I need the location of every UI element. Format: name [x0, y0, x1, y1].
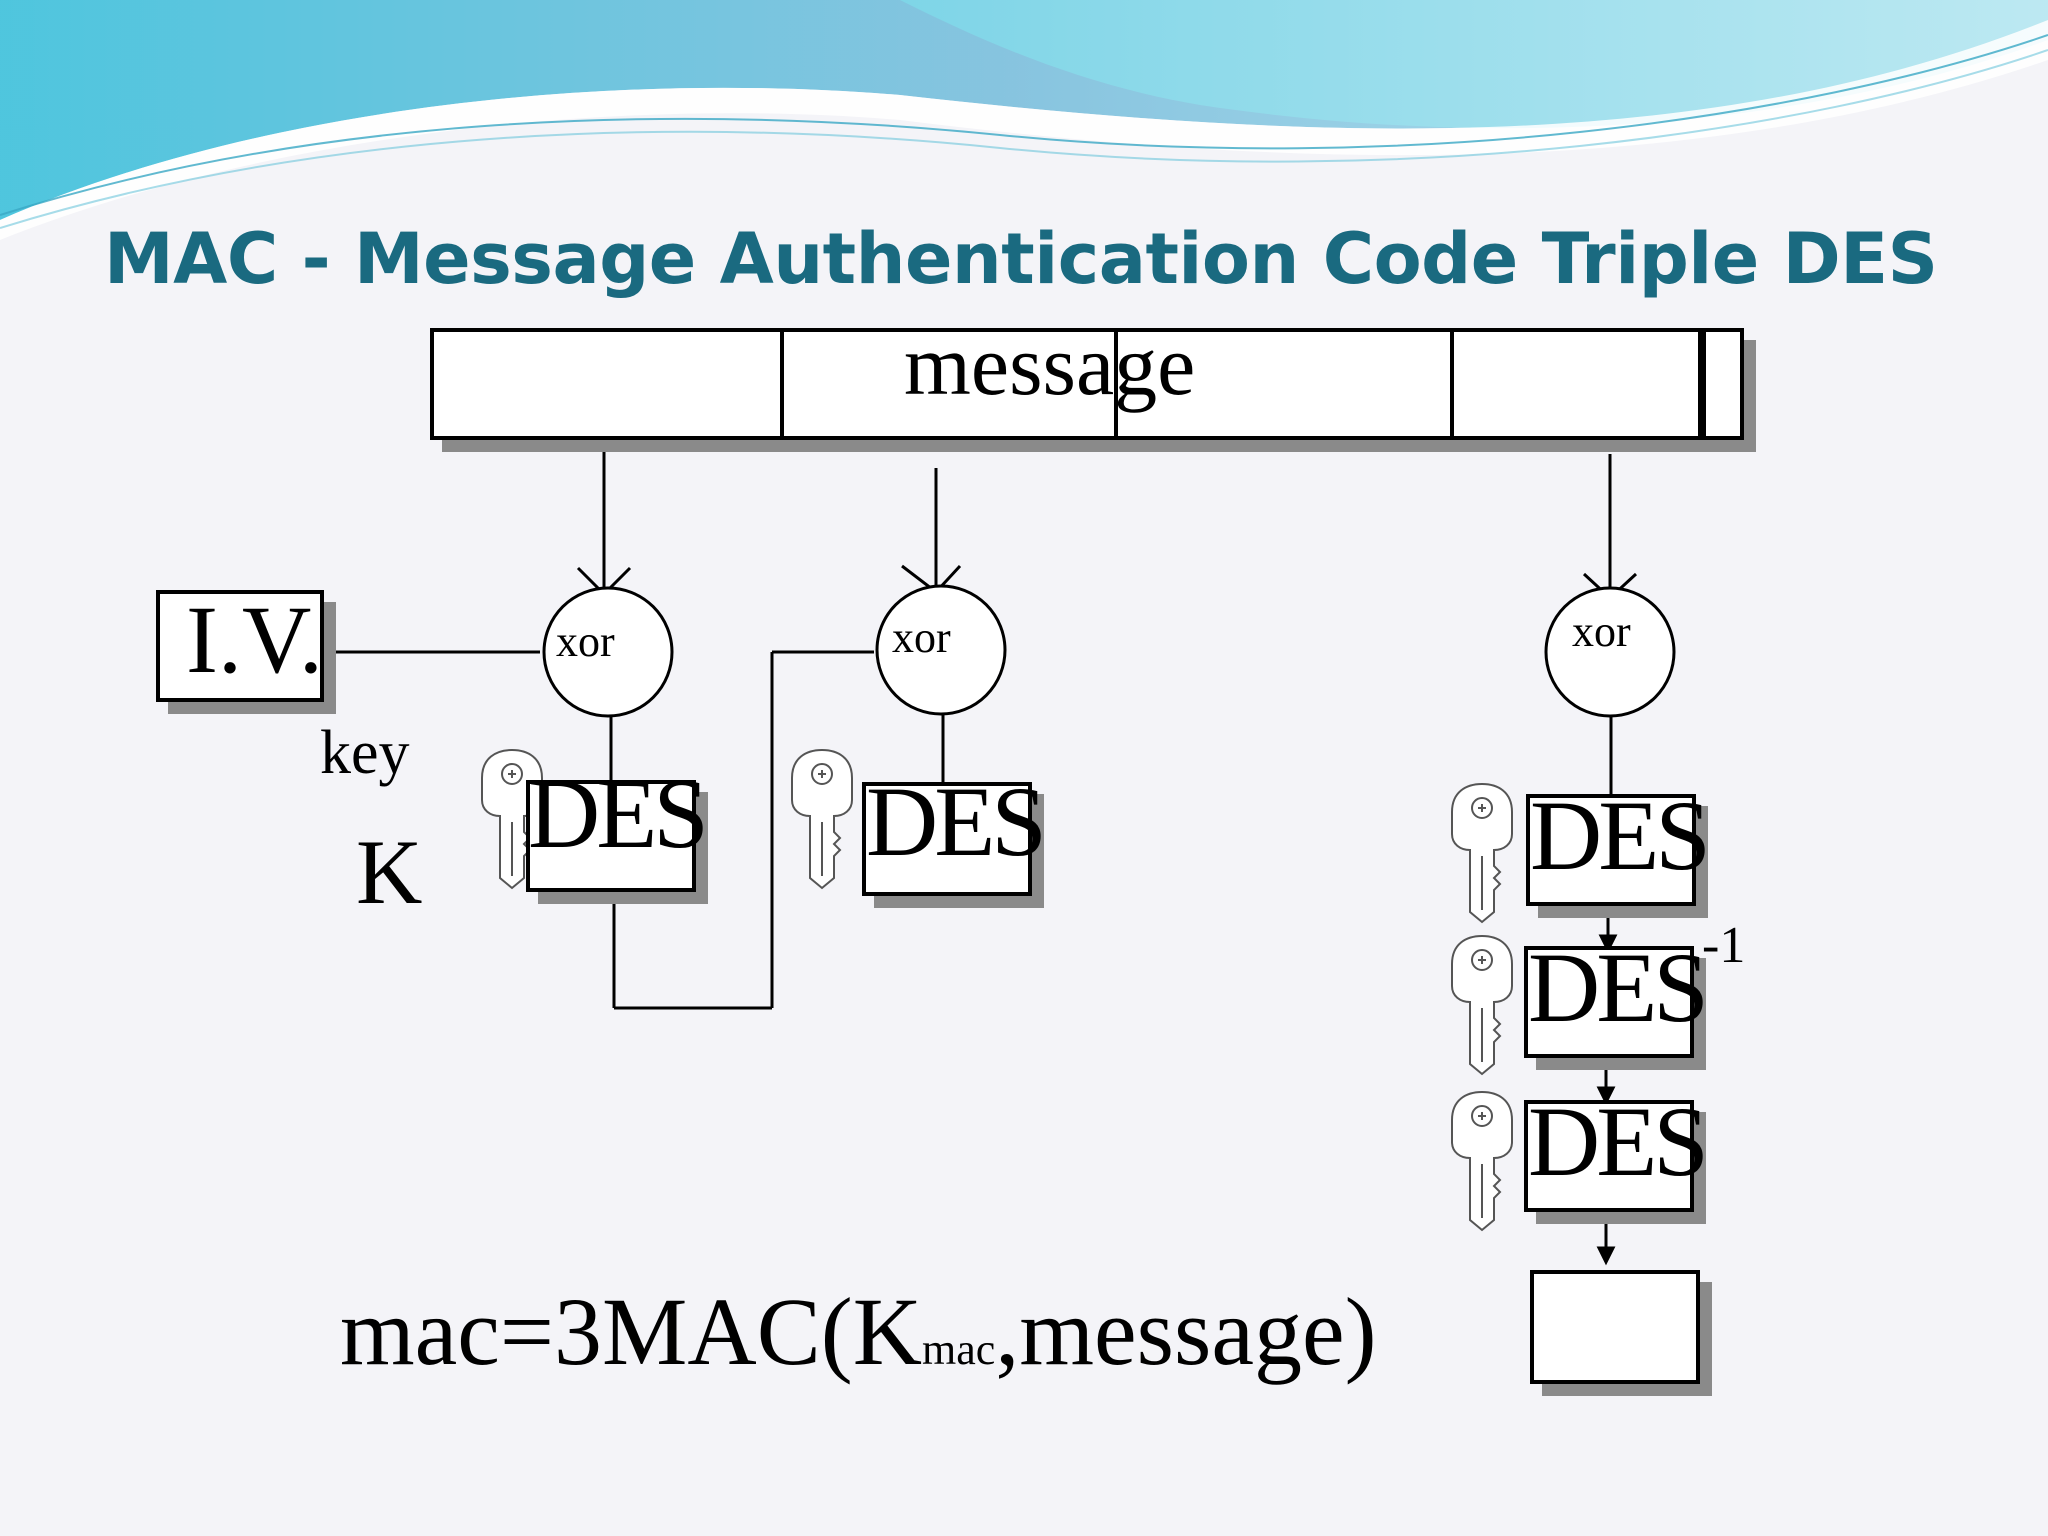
message-label: message — [904, 317, 1196, 413]
des-label: DES — [1528, 1086, 1709, 1197]
xor-circle-3 — [1544, 586, 1676, 718]
message-block-divider — [1450, 332, 1454, 436]
message-block-divider — [1114, 332, 1118, 436]
mac-output-box — [1530, 1270, 1700, 1384]
formula-suffix: ,message) — [995, 1278, 1377, 1385]
des-inverse-box — [1524, 946, 1694, 1058]
xor-label: xor — [892, 613, 951, 662]
iv-box — [156, 590, 324, 702]
message-block-divider — [1698, 332, 1706, 436]
des-box-3 — [1526, 794, 1696, 906]
des-box-4 — [1524, 1100, 1694, 1212]
key-icon — [1451, 782, 1513, 924]
des-label: DES — [1530, 780, 1711, 891]
slide-title: MAC - Message Authentication Code Triple… — [104, 218, 1938, 300]
message-bar — [430, 328, 1744, 440]
xor-label: xor — [556, 617, 615, 666]
key-label: key — [320, 719, 410, 787]
xor-circle-1 — [542, 586, 674, 718]
des-box-2 — [862, 782, 1032, 896]
des-label: DES — [528, 758, 709, 869]
inverse-superscript: -1 — [1702, 917, 1746, 974]
des-label: DES — [1528, 932, 1709, 1043]
k-label: K — [356, 821, 423, 923]
key-icon — [791, 748, 853, 890]
header-waves — [0, 0, 2048, 240]
xor-circle-2 — [875, 584, 1007, 716]
des-box-1 — [526, 780, 696, 892]
key-icon — [1451, 934, 1513, 1076]
key-icon — [1451, 1090, 1513, 1232]
formula-subscript: mac — [922, 1325, 996, 1374]
iv-label: I.V. — [186, 586, 323, 693]
mac-formula: mac=3MAC(Kmac,message) — [340, 1284, 1377, 1380]
des-label: DES — [866, 766, 1047, 877]
xor-label: xor — [1572, 607, 1631, 656]
formula-prefix: mac=3MAC(K — [340, 1278, 923, 1385]
message-block-divider — [780, 332, 784, 436]
